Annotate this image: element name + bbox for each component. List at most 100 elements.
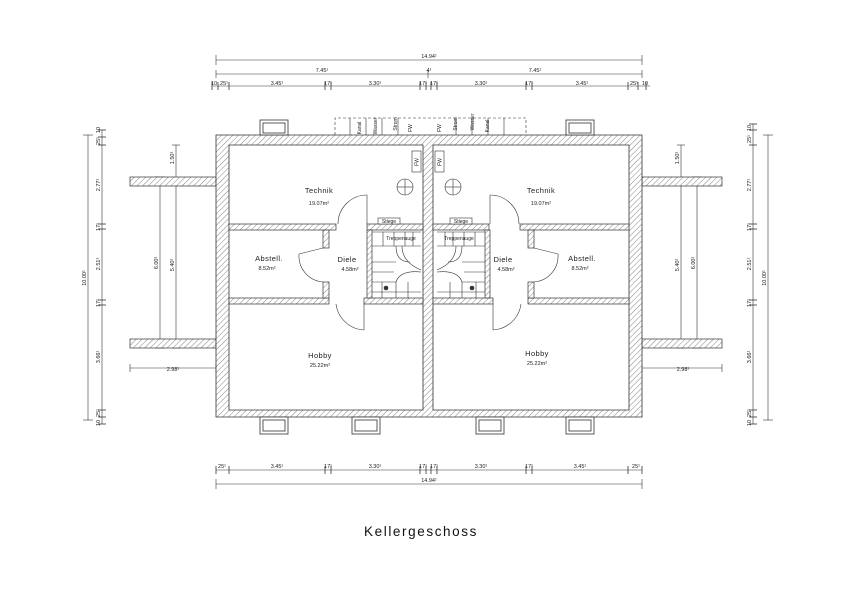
side-chain-label: 3.66¹ (747, 351, 753, 364)
utility-label: FW (437, 124, 443, 132)
room-name-technik: Technik (305, 186, 333, 195)
right-chain-labels: 10 25¹ 2.77¹ 17¹ 2.51¹ 17¹ 3.66¹ 25¹ 10 (747, 125, 753, 426)
top-chain-labels: 10 25¹ 3.45¹ 17¹ 3.30¹ 17¹ 17¹ 3.30¹ 17¹… (211, 81, 648, 87)
top-chain-label: 17¹ (324, 81, 332, 87)
bottom-chain-label: 3.45¹ (574, 464, 587, 470)
left-chain-labels: 10 25¹ 2.77¹ 17¹ 2.51¹ 17¹ 3.66¹ 25¹ 10 (96, 127, 102, 426)
room-name-diele: Diele (493, 255, 512, 264)
room-area-diele: 4.58m² (341, 267, 358, 273)
side-chain-label: 10 (96, 127, 102, 133)
room-area-hobby: 25.22m² (310, 363, 330, 369)
floor-drain-icon (444, 178, 462, 196)
top-chain-label: 17¹ (419, 81, 427, 87)
room-name-hobby: Hobby (308, 351, 332, 360)
left-side-dimensions (83, 129, 217, 425)
utility-label: FW (408, 124, 414, 132)
rooms-left: Technik 19.07m² Abstell. 8.52m² Diele 4.… (255, 186, 359, 369)
side-chain-label: 25¹ (96, 409, 102, 417)
door-hobby-right (492, 303, 522, 331)
bottom-chain-label: 3.30¹ (369, 464, 382, 470)
overall-width-top: 14.94¹ (421, 54, 437, 60)
room-name-abstell: Abstell. (255, 254, 283, 263)
page-title: Kellergeschoss (364, 524, 478, 539)
utility-label: Strom (453, 117, 459, 130)
half-width-left: 7.45¹ (316, 68, 329, 74)
side-chain-label: 2.51¹ (96, 258, 102, 271)
room-area-diele: 4.58m² (497, 267, 514, 273)
utility-label: Wasser (373, 117, 379, 134)
window-well (259, 416, 289, 435)
room-area-abstell: 8.52m² (571, 266, 588, 272)
side-chain-label: 17¹ (96, 299, 102, 307)
side-chain-label: 10 (96, 420, 102, 426)
window-well (259, 119, 289, 136)
room-name-hobby: Hobby (525, 349, 549, 358)
bottom-chain-labels: 25¹ 3.45¹ 17¹ 3.30¹ 17¹ 17¹ 3.30¹ 17¹ 3.… (218, 464, 640, 470)
bottom-dimensions (215, 466, 643, 489)
bottom-chain-label: 3.45¹ (271, 464, 284, 470)
utility-label: Kanal (485, 120, 491, 133)
door-hobby-left (335, 303, 365, 331)
top-chain-label: 17¹ (430, 81, 438, 87)
staircase-left (372, 217, 422, 298)
top-chain-label: 17¹ (525, 81, 533, 87)
stair-label-left: Stiege (382, 219, 396, 225)
side-chain-label: 17¹ (96, 223, 102, 231)
fw-label: FW (438, 158, 444, 166)
top-chain-label: 25¹ (220, 81, 228, 87)
side-chain-label: 3.66¹ (96, 351, 102, 364)
bottom-chain-label: 25¹ (632, 464, 640, 470)
terrace-depth-left: 2.98¹ (167, 367, 180, 373)
utility-label: Strom (393, 117, 399, 130)
inner-depth-label: 6.00¹ (691, 257, 697, 270)
top-chain-label: 10 (211, 81, 217, 87)
exterior-walls (215, 134, 643, 418)
half-width-right: 7.45¹ (529, 68, 542, 74)
utility-label: Wasser (470, 113, 476, 130)
bottom-chain-label: 17¹ (419, 464, 427, 470)
window-well (565, 416, 595, 435)
room-area-hobby: 25.22m² (527, 361, 547, 367)
room-name-abstell: Abstell. (568, 254, 596, 263)
terrace-beams (129, 176, 723, 349)
overall-depth-left: 10.00¹ (82, 270, 88, 286)
side-chain-label: 2.51¹ (747, 258, 753, 271)
center-gap: 4¹ (427, 68, 432, 74)
floor-drain-icons (396, 178, 462, 196)
side-chain-label: 25¹ (747, 135, 753, 143)
utility-label: Kanal (357, 122, 363, 135)
door-technik-right (489, 194, 520, 225)
top-dimensions (211, 55, 650, 90)
interior-walls (228, 223, 630, 305)
side-chain-label: 2.77¹ (96, 179, 102, 192)
inner-depth-label: 5.40¹ (675, 259, 681, 272)
rooms-right: Technik 19.07m² Diele 4.58m² Abstell. 8.… (493, 186, 595, 367)
inner-depth-label: 1.50¹ (675, 152, 681, 165)
room-name-technik: Technik (527, 186, 555, 195)
bottom-chain-label: 3.30¹ (475, 464, 488, 470)
top-chain-label: 3.30¹ (475, 81, 488, 87)
window-well (565, 119, 595, 136)
room-area-technik: 19.07m² (531, 201, 551, 207)
top-chain-label: 3.45¹ (576, 81, 589, 87)
stair-note-left: Treppenauge (386, 236, 416, 242)
overall-width-bottom: 14.94¹ (421, 478, 437, 484)
doors (298, 194, 559, 331)
room-name-diele: Diele (337, 255, 356, 264)
room-area-abstell: 8.52m² (258, 266, 275, 272)
side-chain-label: 25¹ (96, 137, 102, 145)
top-chain-label: 3.45¹ (271, 81, 284, 87)
inner-depth-label: 6.00¹ (154, 257, 160, 270)
window-well (475, 416, 505, 435)
inner-depth-label: 1.50¹ (170, 152, 176, 165)
side-chain-label: 10 (747, 420, 753, 426)
district-heating-units (411, 150, 445, 173)
bottom-chain-label: 17¹ (430, 464, 438, 470)
staircase-right (436, 217, 485, 298)
window-well (351, 416, 381, 435)
door-abstell-right (533, 247, 559, 283)
window-wells (259, 119, 595, 435)
bottom-chain-label: 17¹ (525, 464, 533, 470)
door-technik-left (337, 194, 368, 225)
